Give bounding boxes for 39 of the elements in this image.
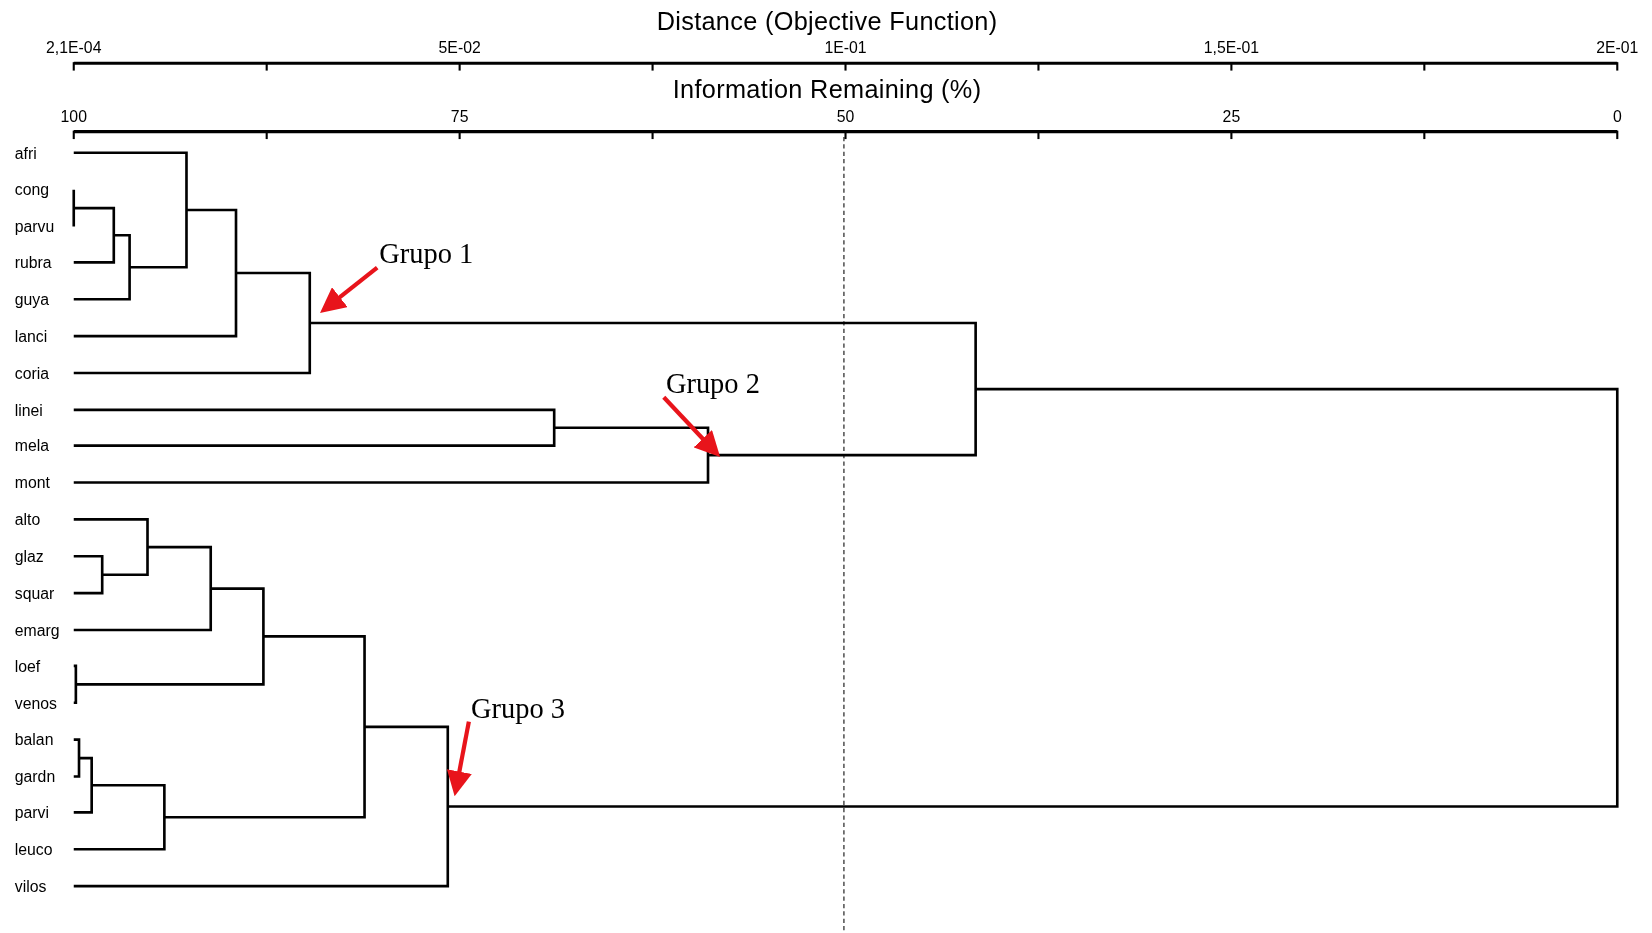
leaf-label: loef xyxy=(14,656,41,675)
group-label: Grupo 3 xyxy=(470,692,565,724)
group-label: Grupo 2 xyxy=(665,367,760,400)
tick-label: 25 xyxy=(1222,106,1241,125)
arrow xyxy=(662,395,721,458)
leaf-label: coria xyxy=(14,364,49,382)
leaf-label: glaz xyxy=(14,547,44,566)
leaf-label: rubra xyxy=(14,253,52,272)
leaf-label: mont xyxy=(14,473,50,492)
leaf-label: linei xyxy=(14,400,43,419)
tick-label: 50 xyxy=(836,106,855,125)
tick-label: 2,1E-04 xyxy=(46,38,102,57)
tick-label: 75 xyxy=(450,106,469,125)
leaf-label: lanci xyxy=(14,327,48,346)
leaf-label: parvu xyxy=(14,217,55,236)
leaf-label: alto xyxy=(14,510,41,529)
tick-label: 1,5E-01 xyxy=(1203,38,1260,57)
tick-label: 2E-01 xyxy=(1596,38,1639,57)
leaf-label: mela xyxy=(14,436,49,455)
leaf-label: balan xyxy=(14,730,54,749)
leaf-label: guya xyxy=(14,290,50,309)
tick-label: 5E-02 xyxy=(438,38,481,57)
tick-label: 0 xyxy=(1612,106,1622,125)
leaf-label: cong xyxy=(14,180,50,199)
arrow xyxy=(446,721,472,797)
group-label: Grupo 1 xyxy=(379,238,474,270)
leaf-label: emarg xyxy=(14,621,60,639)
axis-title: Information Remaining (%) xyxy=(672,75,982,104)
leaf-label: gardn xyxy=(14,767,56,786)
leaf-label: venos xyxy=(14,693,57,712)
arrow xyxy=(320,265,379,313)
leaf-label: afri xyxy=(14,143,37,162)
leaf-label: leuco xyxy=(14,840,53,859)
axis-title: Distance (Objective Function) xyxy=(656,7,998,35)
tick-label: 100 xyxy=(60,106,87,125)
leaf-label: vilos xyxy=(14,877,47,896)
leaf-label: squar xyxy=(14,584,55,603)
tick-label: 1E-01 xyxy=(824,38,867,57)
leaf-label: parvi xyxy=(14,803,49,822)
